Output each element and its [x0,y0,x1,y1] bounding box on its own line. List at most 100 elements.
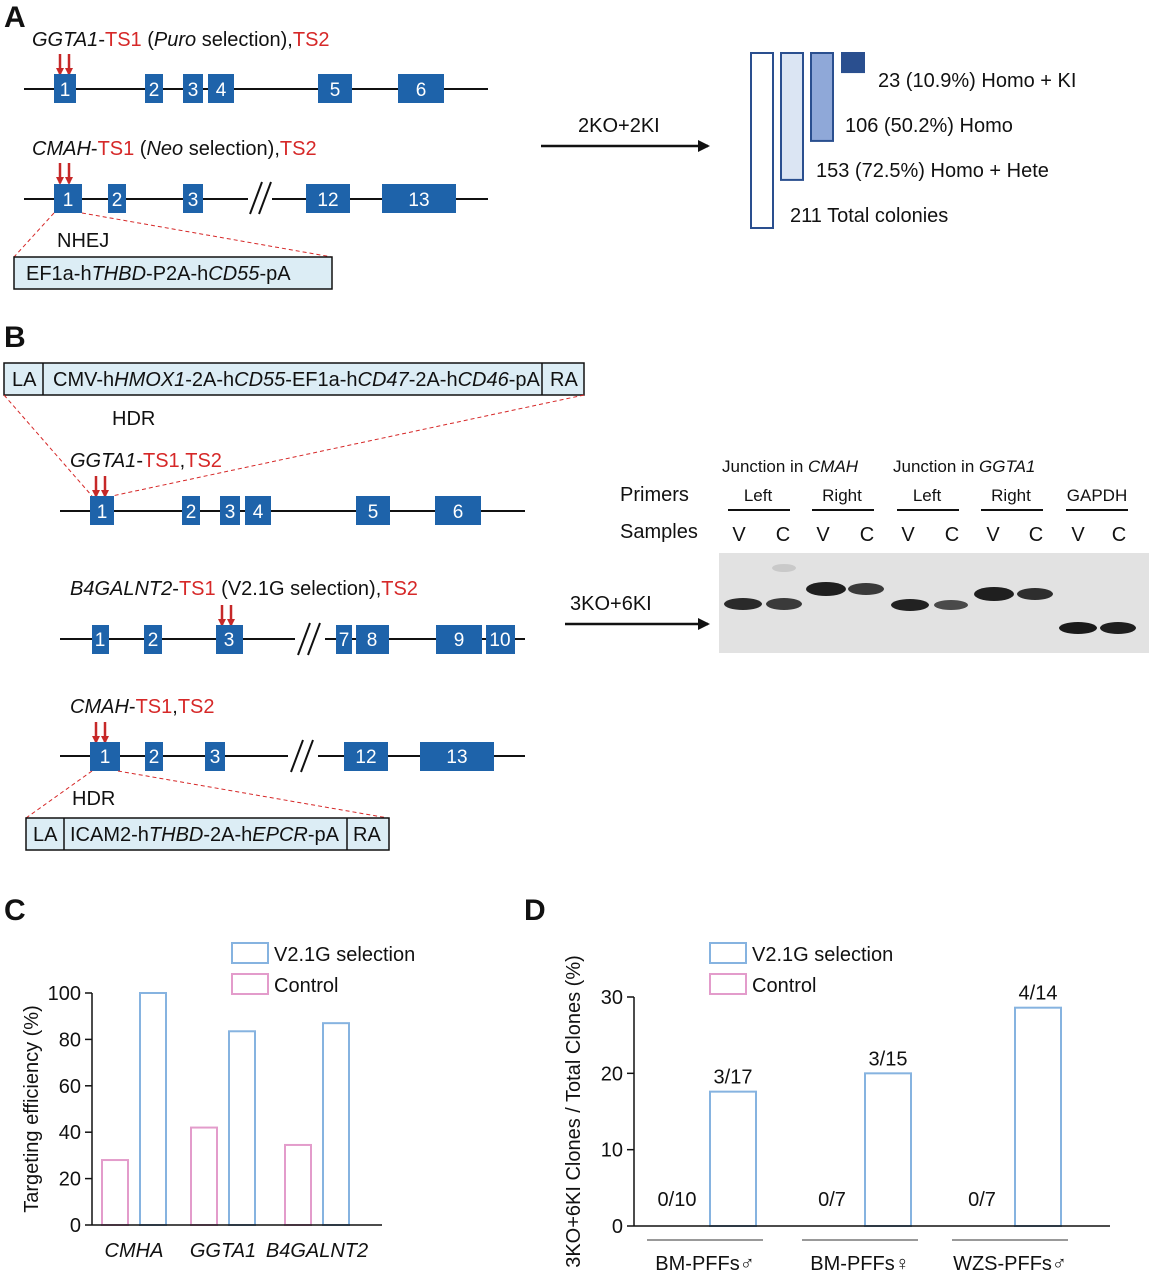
y-tick-label: 100 [48,983,81,1005]
exon-label: 1 [100,747,111,768]
right-arm-label: RA [353,824,381,846]
gene-title-ggta1-b: GGTA1-TS1,TS2 [70,450,222,472]
bar-data-label: 0/10 [658,1189,697,1211]
hdr-label-top: HDR [112,408,155,430]
legend-label: V2.1G selection [752,944,893,966]
exon-label: 12 [317,190,338,211]
bar [101,1159,129,1227]
legend-label: V2.1G selection [274,944,415,966]
lane-label: V [816,524,830,546]
exon-label: 3 [188,190,199,211]
lane-label: V [732,524,746,546]
left-arm-label: LA [33,824,58,846]
bar [709,1090,757,1227]
gel-primers-label: Primers [620,484,689,506]
exon-label: 5 [330,80,341,101]
hdr-cassette-top: LA CMV-hHMOX1-2A-hCD55-EF1a-hCD47-2A-hCD… [3,362,585,396]
exon-label: 1 [60,80,71,101]
bar [228,1030,256,1227]
gel-image [719,553,1149,653]
gel-primer-groups: Left Right Left Right GAPDH [728,486,1128,511]
bar-data-label: 3/17 [714,1067,753,1089]
exon-label: 6 [416,80,427,101]
primer-group-label: Left [744,486,773,505]
y-tick-label: 10 [601,1140,623,1162]
gene-title-b4galnt2: B4GALNT2-TS1 (V2.1G selection),TS2 [70,578,418,600]
y-tick-label: 30 [601,987,623,1009]
legend-swatch [709,973,747,995]
panel-label-a: A [4,1,26,34]
primer-group-label: Left [913,486,942,505]
lane-label: V [986,524,1000,546]
y-tick-label: 0 [612,1216,623,1238]
y-axis-label: Targeting efficiency (%) [21,1005,43,1213]
cut-site-arrows [218,605,235,627]
hdr-cassette-bottom: LA ICAM2-hTHBD-2A-hEPCR-pA RA [25,817,390,851]
exon-label: 2 [112,190,123,211]
y-tick-label: 20 [601,1063,623,1085]
exon-label: 1 [97,502,108,523]
nhej-label: NHEJ [57,230,109,252]
y-tick-label: 80 [59,1029,81,1051]
gene-map-ggta1-a: 1 2 3 4 5 6 [24,74,488,103]
legend-swatch [709,942,747,964]
exon-label: 13 [408,190,429,211]
left-arm-label: LA [12,369,37,391]
panel-label-c: C [4,894,26,927]
colony-bar [841,52,865,74]
primer-group-label: Right [822,486,862,505]
exon-label: 6 [453,502,464,523]
exon-label: 4 [253,502,264,523]
gel-junction-cmah: Junction in CMAH [722,457,859,476]
exon-label: 8 [367,630,378,651]
cassette-label: CMV-hHMOX1-2A-hCD55-EF1a-hCD47-2A-hCD46-… [53,369,541,391]
gene-map-ggta1-b: 1 2 3 4 5 6 [60,496,525,525]
arrow-label-3ko6ki: 3KO+6KI [570,593,652,615]
y-tick-label: 60 [59,1076,81,1098]
gel-junction-ggta1: Junction in GGTA1 [893,457,1035,476]
y-axis-label: 3KO+6KI Clones / Total Clones (%) [563,955,585,1268]
exon-label: 7 [339,630,350,651]
exon-label: 3 [188,80,199,101]
x-category-label: WZS-PFFs♂ [953,1253,1067,1275]
x-category-label: CMHA [105,1240,164,1262]
colony-label-homo-hete: 153 (72.5%) Homo + Hete [816,160,1049,182]
hdr-label-bottom: HDR [72,788,115,810]
exon-label: 3 [210,747,221,768]
exon-label: 10 [489,630,510,651]
legend-swatch [231,942,269,964]
gene-map-b4galnt2: 1 2 3 7 8 9 10 [60,622,525,656]
insertion-guide-lines [3,394,585,497]
gel-samples-label: Samples [620,521,698,543]
exon-label: 3 [225,502,236,523]
bar [190,1126,218,1227]
bar-data-label: 4/14 [1019,983,1058,1005]
bar-data-label: 3/15 [869,1048,908,1070]
gene-map-cmah-a: 1 2 3 12 13 [24,181,488,216]
bar [1014,1006,1062,1227]
gene-title-cmah-b: CMAH-TS1,TS2 [70,696,215,718]
colony-label-homo: 106 (50.2%) Homo [845,115,1013,137]
exon-label: 1 [95,630,106,651]
colony-label-total: 211 Total colonies [790,205,948,227]
exon-label: 9 [454,630,465,651]
exon-label: 12 [355,747,376,768]
insertion-guide-lines [13,212,333,258]
arrow-label-2ko2ki: 2KO+2KI [578,115,660,137]
exon-label: 13 [446,747,467,768]
gene-title-ggta1: GGTA1-TS1 (Puro selection),TS2 [32,29,330,51]
colony-bar [750,52,774,229]
cassette-label: ICAM2-hTHBD-2A-hEPCR-pA [70,824,340,846]
x-category-label: B4GALNT2 [266,1240,368,1262]
primer-group-label: Right [991,486,1031,505]
exon-label: 2 [149,80,160,101]
bar [139,992,167,1226]
cut-site-arrows [92,476,109,498]
exon-label: 5 [368,502,379,523]
cut-site-arrows [56,54,73,76]
colony-bar [780,52,804,181]
primer-group-label: GAPDH [1067,486,1127,505]
y-tick-label: 20 [59,1169,81,1191]
